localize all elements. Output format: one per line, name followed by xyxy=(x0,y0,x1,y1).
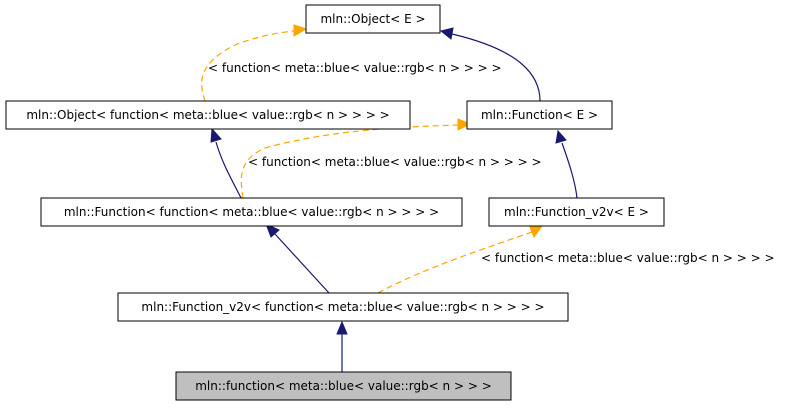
node-object-fn[interactable]: mln::Object< function< meta::blue< value… xyxy=(5,100,411,130)
node-function-v2v-fn[interactable]: mln::Function_v2v< function< meta::blue<… xyxy=(117,292,569,322)
node-object-e[interactable]: mln::Object< E > xyxy=(305,4,441,34)
inherit-arrow-v2v-function xyxy=(555,129,567,144)
node-function-current: mln::function< meta::blue< value::rgb< n… xyxy=(175,371,512,401)
inherit-arrow-current-v2vfn xyxy=(336,320,348,335)
inherit-arrow-functionfn-objectfn xyxy=(210,127,222,143)
inherit-edge-v2vfn-functionfn xyxy=(274,233,330,294)
template-arrow-v2v xyxy=(529,225,544,239)
inherit-edge-functionfn-objectfn xyxy=(215,141,242,199)
node-label: mln::Function< function< meta::blue< val… xyxy=(64,205,439,219)
inherit-edge-v2v-function xyxy=(561,142,578,199)
inherit-edge-function-object xyxy=(451,33,541,102)
node-function-e[interactable]: mln::Function< E > xyxy=(466,100,613,130)
node-function-fn[interactable]: mln::Function< function< meta::blue< val… xyxy=(40,197,463,227)
node-label: mln::Function_v2v< E > xyxy=(504,205,649,219)
edge-label-v2v-template: < function< meta::blue< value::rgb< n > … xyxy=(481,251,775,265)
inherit-arrow-v2vfn-functionfn xyxy=(265,223,280,238)
template-edge-v2v xyxy=(377,231,533,294)
node-label: mln::function< meta::blue< value::rgb< n… xyxy=(195,379,492,393)
template-edge-object xyxy=(201,30,295,102)
template-arrow-function xyxy=(457,118,472,131)
node-label: mln::Function_v2v< function< meta::blue<… xyxy=(141,300,544,314)
node-label: mln::Object< E > xyxy=(320,12,425,26)
node-label: mln::Object< function< meta::blue< value… xyxy=(26,108,389,122)
node-function-v2v-e[interactable]: mln::Function_v2v< E > xyxy=(488,197,665,227)
node-label: mln::Function< E > xyxy=(481,108,598,122)
inherit-arrow-function-object xyxy=(439,27,454,40)
edge-label-object-template: < function< meta::blue< value::rgb< n > … xyxy=(208,61,502,75)
edge-label-function-template: < function< meta::blue< value::rgb< n > … xyxy=(248,155,542,169)
template-edge-function xyxy=(240,124,459,199)
template-arrow-object xyxy=(293,24,308,37)
